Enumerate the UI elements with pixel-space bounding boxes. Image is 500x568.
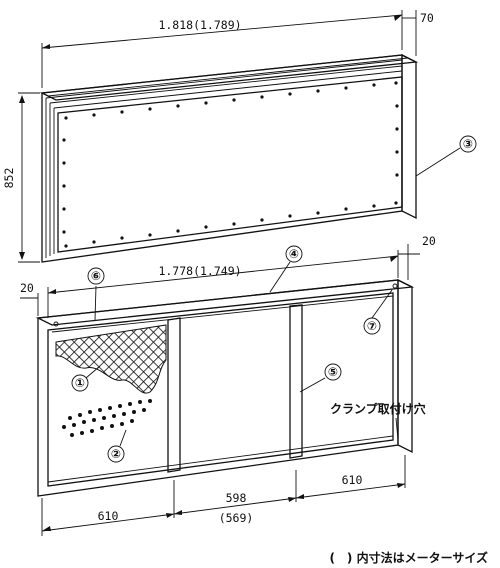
dim-bay-middle-label: 598: [226, 491, 247, 505]
dim-bays: 610 598 (569) 610: [41, 455, 406, 536]
callout-1: ①: [75, 376, 85, 390]
dim-inner-width: 1.778(1.749): [47, 250, 399, 318]
perforation-dots: [62, 399, 152, 437]
dim-top-width: 1.818(1.789): [41, 10, 403, 88]
callout-2: ②: [111, 447, 121, 461]
dim-bay-left-label: 610: [98, 509, 119, 523]
dim-height-label: 852: [2, 168, 16, 189]
callout-4: ④: [289, 247, 299, 261]
footnote: ( ) 内寸法はメーターサイズ: [329, 550, 488, 565]
dim-top-depth: 70: [402, 10, 434, 56]
dim-top-width-label: 1.818(1.789): [158, 18, 241, 32]
dim-side-right: 20: [398, 234, 436, 280]
dim-height: 852: [2, 92, 40, 263]
callout-5: ⑤: [328, 365, 338, 379]
callout-7: ⑦: [367, 319, 377, 333]
clamp-hole-label: クランプ取付け穴: [330, 401, 426, 416]
bottom-frame: [35, 278, 415, 497]
dim-side-right-label: 20: [422, 234, 436, 248]
dim-bay-middle-meter-label: (569): [219, 511, 254, 525]
callout-3: ③: [463, 137, 473, 151]
dim-bay-right-label: 610: [342, 473, 363, 487]
callout-6: ⑥: [91, 269, 101, 283]
rivet-dots: [62, 81, 399, 248]
dim-inner-width-label: 1.778(1.749): [158, 264, 241, 278]
dim-side-left: 20: [20, 281, 39, 316]
dim-top-depth-label: 70: [420, 11, 434, 25]
top-panel: [39, 53, 419, 263]
dim-side-left-label: 20: [20, 281, 34, 295]
